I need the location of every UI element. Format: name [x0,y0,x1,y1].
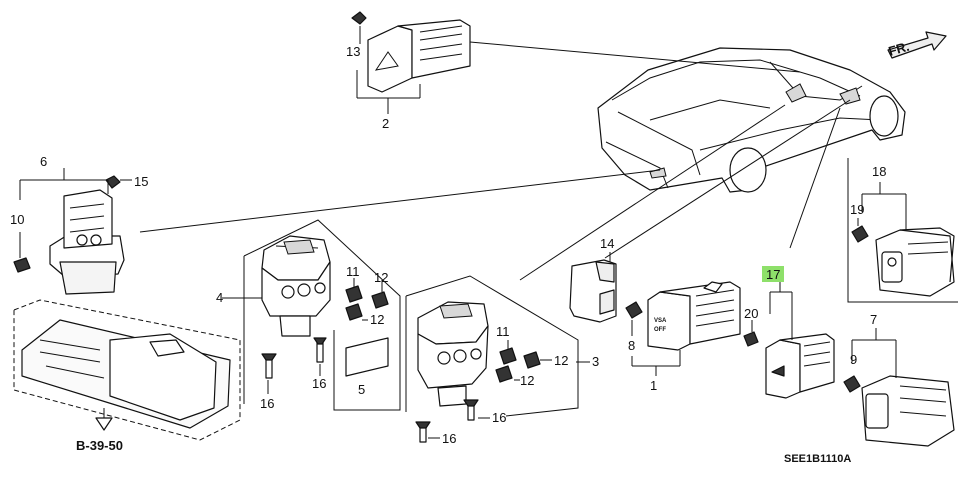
switch-assembly-7 [843,375,955,447]
screw-16-a [313,337,327,363]
label-16a: 16 [312,376,326,391]
label-9: 9 [850,352,857,367]
label-18: 18 [872,164,886,179]
label-14: 14 [600,236,614,251]
label-20: 20 [744,306,758,321]
switch-assembly-3 [415,301,489,443]
label-2: 2 [382,116,389,131]
label-12c: 12 [554,353,568,368]
label-19: 19 [850,202,864,217]
cross-reference-label: B-39-50 [76,438,123,453]
vsa-off-switch-1: VSA OFF [625,281,741,351]
bulbs-11-12-left [345,285,389,321]
switch-label-line2: OFF [654,327,666,333]
label-13: 13 [346,44,360,59]
label-6: 6 [40,154,47,169]
label-8: 8 [628,338,635,353]
vehicle-outline [597,47,906,193]
label-plate-5 [345,337,389,377]
label-17: 17 [766,267,780,282]
label-15: 15 [134,174,148,189]
label-16d: 16 [442,431,456,446]
switch-label-line1: VSA [654,318,667,324]
switch-assembly-18 [851,225,955,297]
label-12a: 12 [374,270,388,285]
figure-code: SEE1B1110A [784,453,851,465]
highlight-box [762,266,784,282]
hazard-switch-assembly [351,11,471,93]
console-panel [13,299,241,441]
front-direction-arrow: FR. [887,31,947,59]
label-12d: 12 [520,373,534,388]
front-arrow-label: FR. [887,39,911,59]
label-7: 7 [870,312,877,327]
label-11b: 11 [496,324,510,339]
label-4: 4 [216,290,223,305]
label-1: 1 [650,378,657,393]
bulbs-11-12-right [495,347,541,383]
label-11a: 11 [346,264,360,279]
label-16b: 16 [260,396,274,411]
switch-cover-14 [569,259,617,323]
switch-assembly-17 [743,331,835,399]
label-12b: 12 [370,312,384,327]
switch-assembly-4 [261,235,331,379]
label-16c: 16 [492,410,506,425]
label-5: 5 [358,382,365,397]
label-10: 10 [10,212,24,227]
label-3: 3 [592,354,599,369]
switch-assembly-6 [13,175,125,295]
